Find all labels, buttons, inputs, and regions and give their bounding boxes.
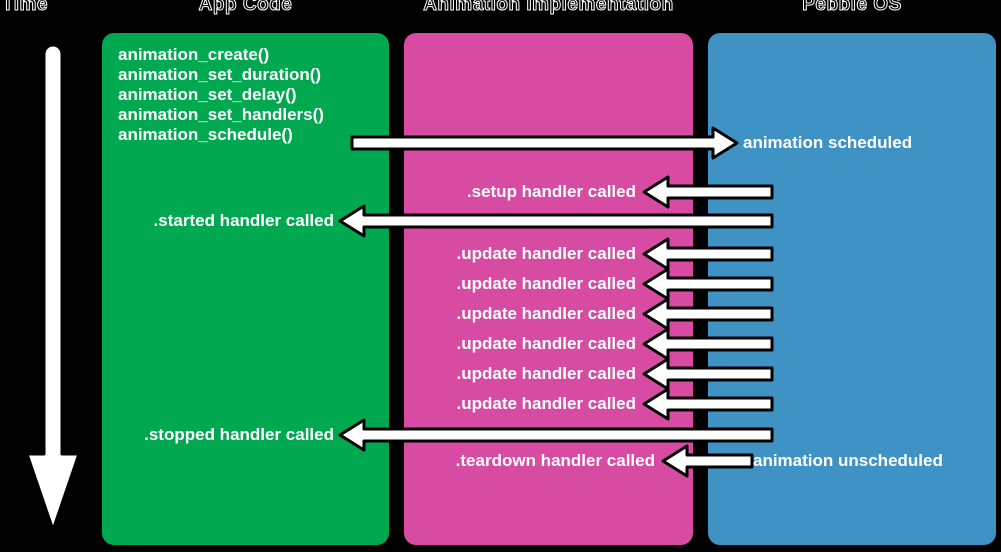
event-label-update-handler-3: .update handler called <box>456 304 637 323</box>
lane-app-code <box>102 33 389 545</box>
event-label-started-handler: .started handler called <box>153 211 334 230</box>
app-code-call: animation_set_duration() <box>118 65 322 84</box>
event-label-update-handler-5: .update handler called <box>456 364 637 383</box>
arrow-setup-handler <box>642 175 774 209</box>
arrow-update-handler-6 <box>642 387 774 421</box>
time-arrow-icon <box>25 46 81 532</box>
arrow-update-handler-5 <box>642 357 774 391</box>
event-label-update-handler-6: .update handler called <box>456 394 637 413</box>
arrow-update-handler-1 <box>642 237 774 271</box>
event-label-animation-scheduled: animation scheduled <box>743 133 913 152</box>
arrow-started-handler <box>338 204 774 238</box>
column-header-app-code: App Code <box>198 0 293 16</box>
app-code-call: animation_create() <box>118 45 270 64</box>
app-code-call-list: animation_create() animation_set_duratio… <box>118 45 324 145</box>
arrow-update-handler-2 <box>642 267 774 301</box>
event-label-animation-unscheduled: animation unscheduled <box>753 451 943 470</box>
event-label-update-handler-1: .update handler called <box>456 244 637 263</box>
column-header-pebble-os: Pebble OS <box>802 0 902 16</box>
app-code-call: animation_set_delay() <box>118 85 297 104</box>
event-label-update-handler-2: .update handler called <box>456 274 637 293</box>
column-header-time: Time <box>2 0 49 16</box>
arrow-update-handler-3 <box>642 297 774 331</box>
event-label-setup-handler: .setup handler called <box>466 182 636 201</box>
column-header-animation-implementation: Animation Implementation <box>423 0 674 16</box>
arrow-stopped-handler <box>338 418 774 452</box>
event-label-update-handler-4: .update handler called <box>456 334 637 353</box>
event-label-stopped-handler: .stopped handler called <box>144 425 334 444</box>
app-code-call: animation_set_handlers() <box>118 105 324 124</box>
app-code-call: animation_schedule() <box>118 125 293 144</box>
arrow-teardown-handler <box>661 444 754 478</box>
event-label-teardown-handler: .teardown handler called <box>455 451 655 470</box>
arrow-animation-scheduled <box>350 126 739 160</box>
lane-animation-implementation <box>404 33 693 545</box>
arrow-update-handler-4 <box>642 327 774 361</box>
